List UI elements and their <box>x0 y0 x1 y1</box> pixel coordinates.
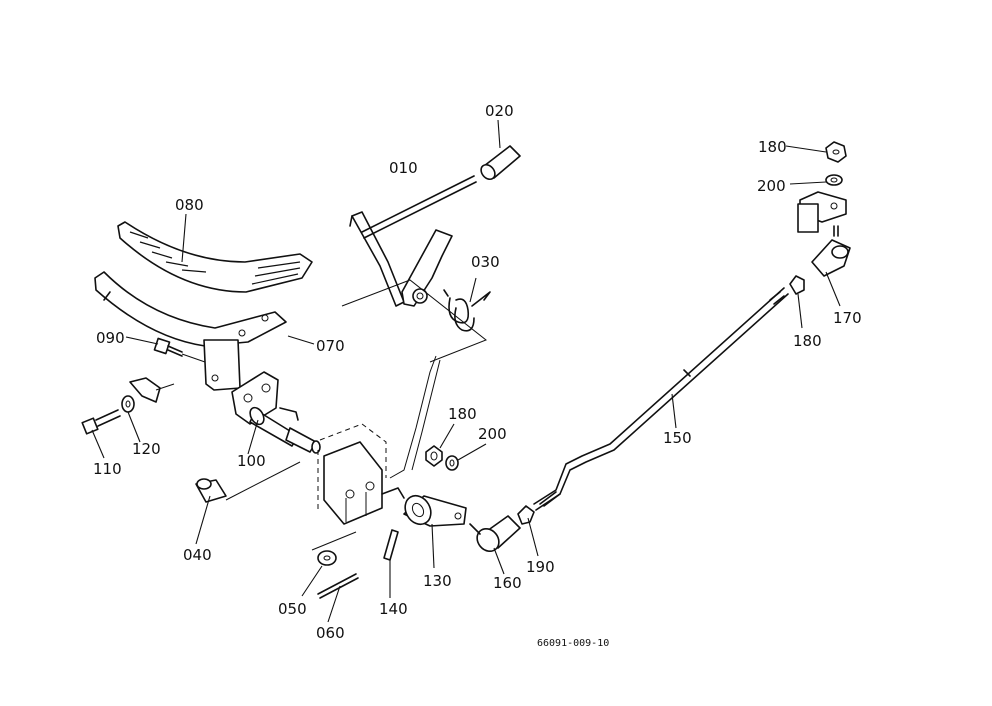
nut-180-top <box>825 141 847 163</box>
label-080: 080 <box>175 196 204 214</box>
label-010: 010 <box>389 159 418 177</box>
label-130: 130 <box>423 572 452 590</box>
link-outline-b <box>389 355 437 479</box>
joint-170 <box>811 225 851 277</box>
grip-020 <box>480 145 521 181</box>
label-110: 110 <box>93 460 122 478</box>
link-outline-a <box>341 279 487 363</box>
label-030: 030 <box>471 253 500 271</box>
label-150: 150 <box>663 429 692 447</box>
label-140: 140 <box>379 600 408 618</box>
washer-200-mid <box>445 455 459 471</box>
label-200-mid: 200 <box>478 425 507 443</box>
label-040: 040 <box>183 546 212 564</box>
pin-140 <box>383 529 399 561</box>
drawing-reference: 66091-009-10 <box>537 638 609 649</box>
spring-030 <box>443 289 491 332</box>
label-120: 120 <box>132 440 161 458</box>
label-090: 090 <box>96 329 125 347</box>
nut-180-mid <box>425 445 443 467</box>
cotter-060 <box>317 573 359 599</box>
label-020: 020 <box>485 102 514 120</box>
label-180-mid: 180 <box>448 405 477 423</box>
pedal-arm-070 <box>94 271 287 391</box>
clip-part <box>129 377 175 403</box>
pin-040 <box>195 461 301 503</box>
label-060: 060 <box>316 624 345 642</box>
leaders <box>91 119 841 623</box>
part-labels: 010 020 030 040 050 060 070 080 090 100 … <box>93 102 862 649</box>
bolt-110 <box>81 409 121 435</box>
nut-180-right <box>789 275 805 295</box>
washer-200-top <box>825 174 843 186</box>
pedal-080 <box>117 221 313 293</box>
washer-120 <box>121 395 135 413</box>
mount-plate <box>317 423 387 525</box>
rod-150 <box>533 287 789 511</box>
label-160: 160 <box>493 574 522 592</box>
label-190: 190 <box>526 558 555 576</box>
outline-lower <box>311 531 357 551</box>
label-070: 070 <box>316 337 345 355</box>
rod-010 <box>349 175 477 307</box>
joint-160 <box>469 515 521 553</box>
label-170: 170 <box>833 309 862 327</box>
label-180-top: 180 <box>758 138 787 156</box>
washer-050 <box>317 550 337 566</box>
link-outline-c <box>411 359 441 471</box>
label-200-top: 200 <box>757 177 786 195</box>
nut-190 <box>517 505 535 525</box>
label-100: 100 <box>237 452 266 470</box>
label-180-right: 180 <box>793 332 822 350</box>
top-bracket <box>797 191 847 233</box>
label-050: 050 <box>278 600 307 618</box>
shaft-100 <box>231 371 321 454</box>
arm-130 <box>381 487 467 527</box>
